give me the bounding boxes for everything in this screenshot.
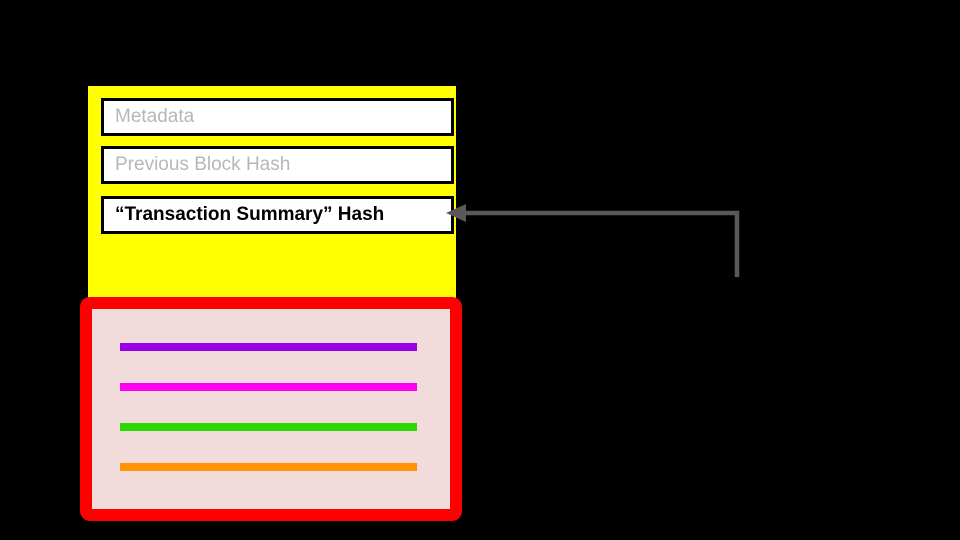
arrow-line xyxy=(464,210,740,277)
block-container: Metadata Previous Block Hash “Transactio… xyxy=(88,86,456,298)
transaction-line-3 xyxy=(120,423,417,431)
field-previous-block-hash: Previous Block Hash xyxy=(101,146,454,184)
transaction-line-2 xyxy=(120,383,417,391)
transaction-summary-box xyxy=(80,297,462,521)
field-metadata: Metadata xyxy=(101,98,454,136)
field-metadata-label: Metadata xyxy=(115,106,195,127)
transaction-line-4 xyxy=(120,463,417,471)
transaction-line-1 xyxy=(120,343,417,351)
field-transaction-summary-hash-label: “Transaction Summary” Hash xyxy=(115,204,385,225)
field-transaction-summary-hash: “Transaction Summary” Hash xyxy=(101,196,454,234)
field-previous-block-hash-label: Previous Block Hash xyxy=(115,154,291,175)
